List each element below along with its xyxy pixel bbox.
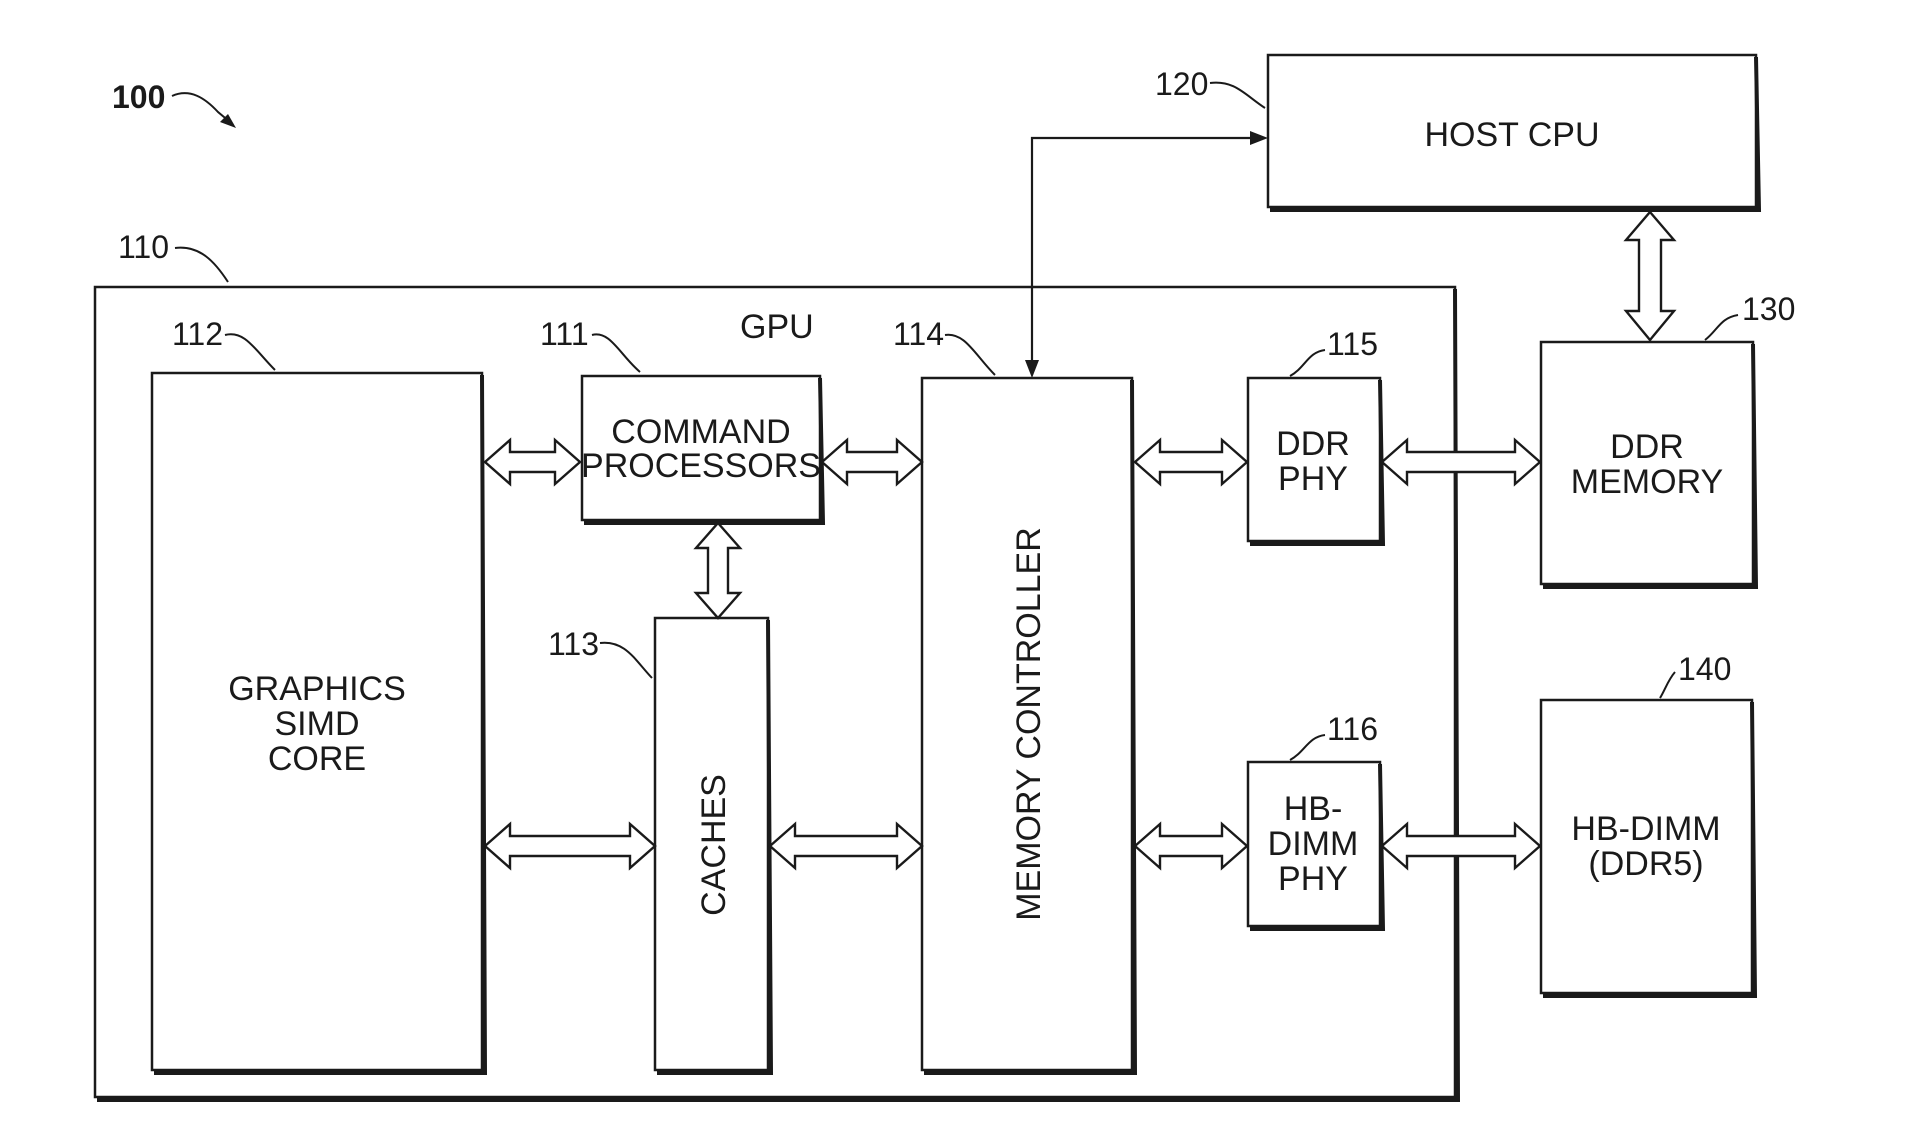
host-cpu-ref: 120 (1155, 66, 1208, 102)
ddr-memory-block: DDR MEMORY (1539, 340, 1759, 589)
command-processors-ref: 111 (540, 316, 589, 352)
hbdimm-phy-line-2: DIMM (1268, 825, 1359, 863)
arrow-caches-to-memctrl (768, 821, 924, 871)
hbdimm-line-2: (DDR5) (1588, 845, 1703, 883)
hbdimm-ref-leader (1659, 671, 1676, 699)
arrow-command-to-memctrl (820, 437, 924, 487)
hbdimm-phy-block: HB- DIMM PHY (1246, 760, 1386, 931)
arrow-memctrl-to-hbdimmphy (1133, 821, 1249, 871)
ddr-memory-ref-leader (1704, 314, 1739, 341)
link-arrowhead-memctrl (1025, 360, 1039, 378)
hbdimm-phy-ref-leader (1289, 734, 1326, 761)
hbdimm-phy-line-3: PHY (1278, 860, 1348, 898)
hbdimm-phy-line-1: HB- (1284, 790, 1343, 828)
arrow-command-to-caches (693, 521, 743, 620)
simd-core-ref-leader (224, 333, 276, 371)
caches-label: CACHES (695, 774, 733, 916)
arrow-simd-to-command (483, 437, 582, 487)
arrow-hbdimmphy-to-hbdimm (1380, 821, 1542, 871)
arrow-simd-to-caches (483, 821, 657, 871)
hbdimm-phy-ref: 116 (1327, 711, 1378, 747)
memory-controller-ref: 114 (893, 316, 944, 352)
memory-controller-block: MEMORY CONTROLLER (920, 376, 1138, 1075)
simd-core-line-1: GRAPHICS (228, 670, 406, 708)
gpu-label: GPU (740, 308, 814, 346)
ddr-memory-line-2: MEMORY (1571, 463, 1723, 501)
command-processors-line-2: PROCESSORS (581, 447, 821, 485)
figure-leader-arrowhead (220, 114, 236, 128)
figure-number: 100 (112, 79, 165, 115)
link-hostcpu-memctrl (1030, 136, 1255, 366)
simd-core-line-3: CORE (268, 740, 366, 778)
graphics-simd-core-block: GRAPHICS SIMD CORE (150, 371, 488, 1075)
ddr-memory-line-1: DDR (1610, 428, 1684, 466)
ddr-memory-ref: 130 (1742, 291, 1795, 327)
ddr-phy-line-2: PHY (1278, 460, 1348, 498)
hbdimm-block: HB-DIMM (DDR5) (1539, 698, 1758, 998)
caches-ref-leader (599, 641, 653, 679)
ddr-phy-block: DDR PHY (1246, 376, 1386, 546)
ddr-phy-line-1: DDR (1276, 425, 1350, 463)
command-processors-block: COMMAND PROCESSORS (580, 374, 826, 525)
gpu-ref-leader (174, 246, 229, 283)
command-processors-ref-leader (591, 333, 641, 373)
memory-controller-ref-leader (944, 333, 996, 376)
hbdimm-ref: 140 (1678, 651, 1731, 687)
gpu-ref: 110 (118, 229, 169, 265)
caches-block: CACHES (653, 616, 774, 1075)
simd-core-line-2: SIMD (275, 705, 360, 743)
memory-controller-label: MEMORY CONTROLLER (1010, 527, 1048, 921)
arrow-ddrphy-to-ddrmemory (1380, 437, 1542, 487)
arrow-memctrl-to-ddrphy (1133, 437, 1249, 487)
command-processors-line-1: COMMAND (611, 413, 790, 451)
link-arrowhead-hostcpu (1250, 131, 1268, 145)
host-cpu-block: HOST CPU (1266, 53, 1762, 212)
ddr-phy-ref: 115 (1327, 326, 1378, 362)
host-cpu-label: HOST CPU (1424, 116, 1599, 154)
simd-core-ref: 112 (172, 316, 223, 352)
caches-ref: 113 (548, 626, 599, 662)
arrow-hostcpu-to-ddrmemory (1623, 210, 1677, 342)
hbdimm-line-1: HB-DIMM (1571, 810, 1720, 848)
figure-leader-arrow (171, 92, 231, 123)
ddr-phy-ref-leader (1289, 349, 1326, 377)
host-cpu-ref-leader (1209, 81, 1266, 109)
